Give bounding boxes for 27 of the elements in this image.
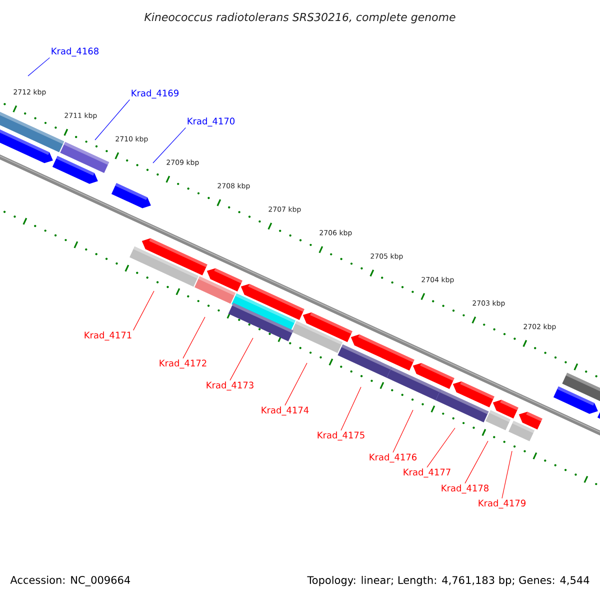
gene-label: Krad_4176 [370,454,417,462]
gene-label: Krad_4172 [160,360,206,368]
gene-label: Krad_4173 [206,382,254,390]
gene-label: Krad_4171 [84,332,132,340]
title: Kineococcus radiotolerans SRS30216, complete genome [144,12,456,24]
leader-line [28,57,50,76]
leader-line [152,127,186,164]
gene-label: Krad_4170 [188,118,235,126]
leader-line [133,290,154,331]
gene-label: Krad_4175 [318,432,364,440]
genome-summary-text: Topology: linear; Length: 4,761,183 bp; Genes: 4,544 [307,576,590,586]
leader-line [340,386,362,431]
gene-label: Krad_4178 [442,484,488,494]
leader-line [94,99,130,140]
leader-line [502,450,512,499]
gene-label: Krad_4174 [262,406,309,416]
leader-line [464,440,488,484]
gene-label: Krad_4168 [52,48,98,56]
leader-line [392,410,414,453]
gene-label: Krad_4169 [132,90,178,98]
accession-text: Accession: NC_009664 [10,576,130,586]
leader-line [284,362,308,406]
gene-label: Krad_4179 [478,500,526,508]
leader-line [182,316,206,359]
leader-line [230,338,254,381]
gene-label: Krad_4177 [404,468,450,478]
leader-line [426,428,456,468]
